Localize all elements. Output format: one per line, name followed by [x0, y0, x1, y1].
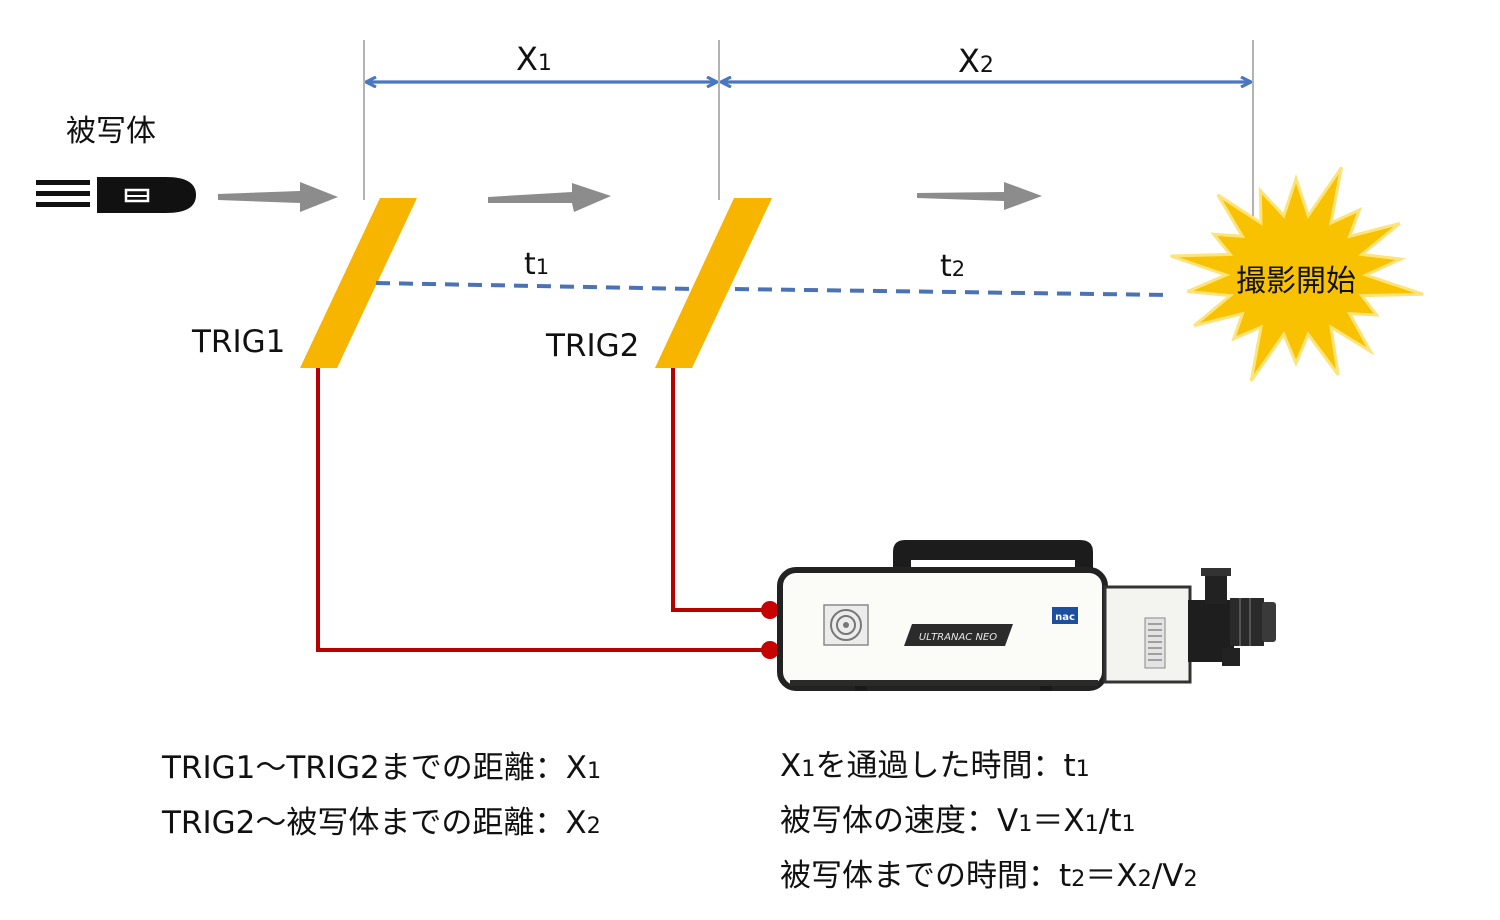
trig1-label: TRIG1	[191, 324, 285, 360]
model-nameplate: ULTRANAC NEO	[904, 624, 1013, 646]
t1-label: t1	[524, 247, 549, 282]
caption-distance-x1: TRIG1～TRIG2までの距離：X1	[162, 750, 602, 786]
high-speed-camera: ULTRANAC NEO nac	[777, 540, 1276, 691]
model-text: ULTRANAC NEO	[919, 632, 997, 643]
trig1-wire	[316, 368, 768, 652]
subject-label: 被写体	[66, 114, 156, 149]
caption-time-t1: X1を通過した時間：t1	[780, 748, 1090, 784]
motion-arrow-1	[218, 182, 338, 212]
trig1-connector	[761, 641, 779, 659]
motion-arrow-2	[488, 183, 611, 212]
t1-dashed-line	[375, 281, 695, 291]
trig2-label: TRIG2	[545, 328, 639, 364]
trig2-connector	[761, 601, 779, 619]
trig1-sensor-bar	[300, 198, 417, 368]
side-vent-icon	[1144, 617, 1166, 669]
caption-velocity-v1: 被写体の速度：V1＝X1/t1	[780, 803, 1136, 839]
trig2-wire	[671, 368, 768, 612]
caption-distance-x2: TRIG2～被写体までの距離：X2	[162, 805, 601, 841]
lens-icon	[1188, 568, 1276, 666]
brand-badge: nac	[1052, 607, 1078, 624]
fan-vent-icon	[823, 604, 869, 646]
trig2-sensor-bar	[655, 198, 772, 368]
t2-label: t2	[940, 249, 965, 284]
caption-time-t2: 被写体までの時間：t2＝X2/V2	[780, 858, 1198, 894]
brand-badge-text: nac	[1055, 612, 1075, 623]
capture-start-label: 撮影開始	[1236, 264, 1356, 299]
bullet-icon	[36, 177, 196, 213]
motion-arrow-3	[917, 182, 1042, 210]
x2-label: X2	[958, 42, 994, 80]
capture-start-burst: 撮影開始	[1170, 166, 1424, 382]
x1-label: X1	[516, 40, 552, 78]
t2-dashed-line	[734, 287, 1169, 297]
